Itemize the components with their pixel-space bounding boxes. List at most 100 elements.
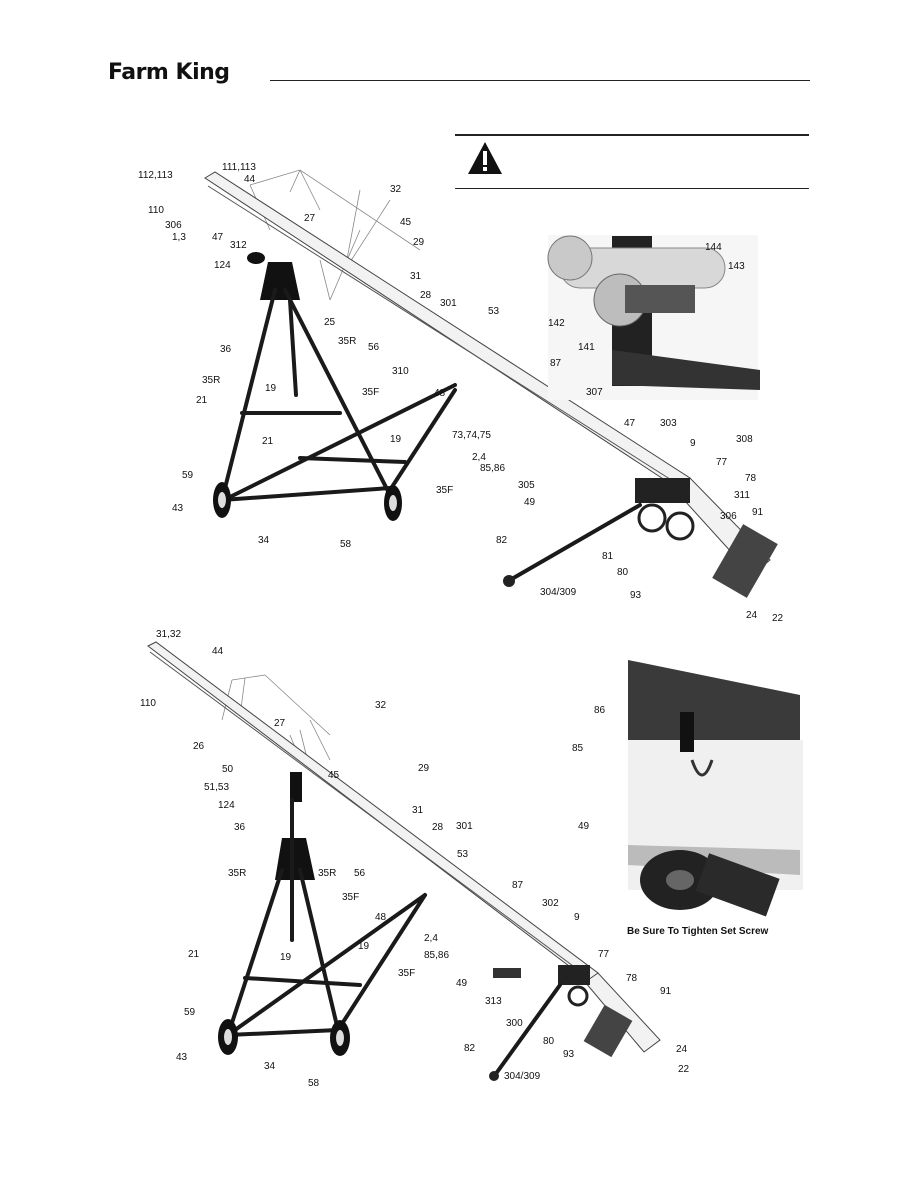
inset1-callout-4: 307: [586, 387, 603, 398]
upper-callout-32: 19: [390, 434, 402, 445]
upper-callout-11: 312: [230, 240, 247, 251]
upper-callout-33: 9: [690, 438, 696, 449]
upper-callout-50: 81: [602, 551, 614, 562]
upper-callout-39: 78: [745, 473, 757, 484]
upper-callout-27: 21: [196, 395, 208, 406]
lower-callout-42: 34: [264, 1061, 276, 1072]
upper-callout-53: 93: [630, 590, 642, 601]
lower-callout-29: 77: [598, 949, 610, 960]
upper-callout-44: 43: [172, 503, 184, 514]
upper-callout-7: 32: [390, 184, 402, 195]
brand-logo: Farm King: [108, 60, 230, 85]
upper-callout-54: 24: [746, 610, 758, 621]
lower-callout-6: 50: [222, 764, 234, 775]
lower-callout-28: 19: [280, 952, 292, 963]
upper-callout-55: 22: [772, 613, 784, 624]
inset2-callout-0: 86: [594, 705, 606, 716]
lower-callout-34: 313: [485, 996, 502, 1007]
warning-top-rule: [455, 134, 809, 136]
inset1-callout-3: 141: [578, 342, 595, 353]
upper-callout-41: 35F: [436, 485, 453, 496]
lower-callout-14: 301: [456, 821, 473, 832]
lower-callout-3: 32: [375, 700, 387, 711]
upper-callout-15: 301: [440, 298, 457, 309]
upper-callout-24: 19: [265, 383, 277, 394]
lower-callout-18: 56: [354, 868, 366, 879]
upper-callout-9: 45: [400, 217, 412, 228]
warning-bottom-rule: [455, 188, 809, 189]
upper-callout-26: 48: [434, 388, 446, 399]
upper-callout-22: 87: [550, 358, 562, 369]
lower-callout-31: 35F: [398, 968, 415, 979]
lower-callout-13: 28: [432, 822, 444, 833]
lower-callout-8: 29: [418, 763, 430, 774]
lower-callout-12: 36: [234, 822, 246, 833]
upper-callout-35: 2,4: [472, 452, 486, 463]
upper-callout-14: 28: [420, 290, 432, 301]
inset-photo-rollers: [547, 235, 760, 400]
lower-callout-7: 45: [328, 770, 340, 781]
upper-callout-6: 47: [212, 232, 224, 243]
inset-photo-set-screw: [628, 660, 803, 917]
upper-callout-52: 304/309: [540, 587, 577, 598]
lower-callout-23: 48: [375, 912, 387, 923]
upper-callout-37: 85,86: [480, 463, 505, 474]
upper-callout-16: 53: [488, 306, 500, 317]
upper-callout-3: 110: [148, 205, 164, 216]
upper-callout-1: 111,113: [222, 162, 256, 173]
upper-callout-47: 34: [258, 535, 270, 546]
upper-callout-43: 49: [524, 497, 536, 508]
upper-callout-40: 305: [518, 480, 535, 491]
upper-callout-30: 73,74,75: [452, 430, 491, 441]
lower-callout-4: 26: [193, 741, 205, 752]
lower-callout-27: 85,86: [424, 950, 449, 961]
lower-callout-26: 21: [188, 949, 200, 960]
inset1-callout-2: 142: [548, 318, 565, 329]
lower-callout-25: 19: [358, 941, 370, 952]
lower-callout-19: 87: [512, 880, 524, 891]
lower-callout-20: 35F: [342, 892, 359, 903]
lower-callout-39: 82: [464, 1043, 476, 1054]
upper-callout-17: 25: [324, 317, 336, 328]
lower-callout-22: 9: [574, 912, 580, 923]
lower-callout-11: 31: [412, 805, 424, 816]
upper-callout-38: 59: [182, 470, 194, 481]
upper-callout-10: 29: [413, 237, 425, 248]
upper-callout-18: 36: [220, 344, 232, 355]
warning-triangle-icon: [468, 142, 502, 174]
upper-callout-42: 311: [734, 490, 750, 501]
lower-callout-43: 22: [678, 1064, 690, 1075]
upper-callout-49: 58: [340, 539, 352, 550]
upper-callout-51: 80: [617, 567, 629, 578]
lower-callout-0: 31,32: [156, 629, 181, 640]
upper-callout-13: 31: [410, 271, 422, 282]
header-rule: [270, 80, 810, 81]
upper-callout-29: 303: [660, 418, 677, 429]
lower-callout-17: 35R: [318, 868, 336, 879]
upper-callout-45: 306: [720, 511, 737, 522]
lower-callout-24: 2,4: [424, 933, 438, 944]
upper-callout-12: 124: [214, 260, 231, 271]
lower-callout-10: 124: [218, 800, 235, 811]
upper-callout-21: 310: [392, 366, 409, 377]
lower-callout-38: 24: [676, 1044, 688, 1055]
lower-callout-5: 27: [274, 718, 286, 729]
upper-callout-48: 82: [496, 535, 508, 546]
upper-callout-5: 1,3: [172, 232, 186, 243]
lower-callout-41: 43: [176, 1052, 188, 1063]
lower-auger-drawing: [147, 641, 661, 1081]
lower-callout-44: 304/309: [504, 1071, 541, 1082]
upper-callout-46: 91: [752, 507, 764, 518]
upper-callout-28: 47: [624, 418, 636, 429]
upper-callout-25: 35F: [362, 387, 379, 398]
lower-callout-9: 51,53: [204, 782, 229, 793]
inset1-callout-0: 144: [705, 242, 722, 253]
upper-callout-34: 308: [736, 434, 753, 445]
lower-callout-33: 91: [660, 986, 672, 997]
upper-callout-8: 27: [304, 213, 316, 224]
upper-callout-4: 306: [165, 220, 182, 231]
inset1-callout-1: 143: [728, 261, 745, 272]
set-screw-caption: Be Sure To Tighten Set Screw: [627, 926, 769, 937]
